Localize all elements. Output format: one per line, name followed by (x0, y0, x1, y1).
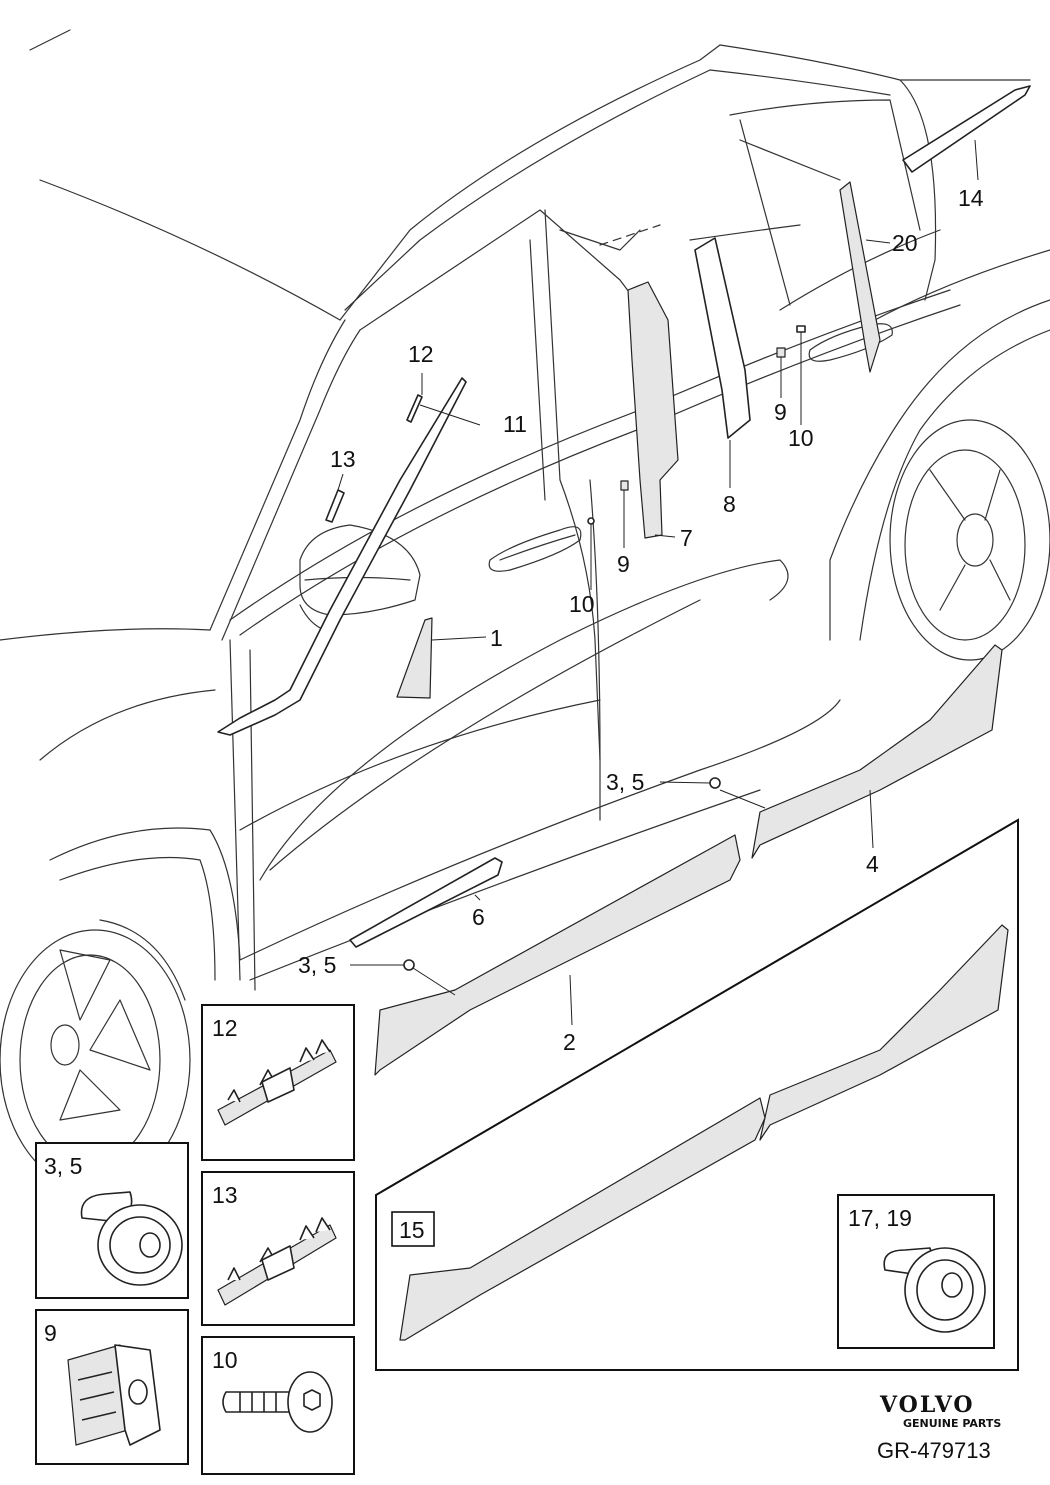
branding: VOLVO GENUINE PARTS GR-479713 (877, 1392, 1001, 1463)
drawing-code: GR-479713 (877, 1438, 991, 1463)
detail-box-3-5-label: 3, 5 (44, 1153, 82, 1179)
callout-12: 12 (408, 341, 434, 367)
part-7-b-pillar-trim (627, 281, 679, 539)
detail-box-17-19-label: 17, 19 (848, 1205, 912, 1231)
part-9-clip-rear (776, 347, 786, 358)
brand-logo: VOLVO (879, 1392, 975, 1418)
part-12-clip (406, 394, 423, 423)
callout-20: 20 (892, 230, 918, 256)
callout-13: 13 (330, 446, 356, 472)
callout-8: 8 (723, 491, 736, 517)
part-3-5-clip-lower (403, 959, 415, 971)
callout-14: 14 (958, 185, 984, 211)
clip-9-icon (67, 1344, 161, 1446)
kit-15-label-box (391, 1211, 435, 1247)
part-14-roof-strip (902, 85, 1031, 173)
part-13-clip (325, 489, 345, 523)
part-18-rear-moulding (759, 924, 1009, 1141)
callout-2: 2 (563, 1029, 576, 1055)
vehicle-outline (0, 29, 1050, 1191)
callout-11: 11 (503, 411, 527, 437)
parts (217, 85, 1031, 1076)
part-4-rear-moulding (751, 644, 1003, 859)
callout-3-5-lower: 3, 5 (298, 952, 336, 978)
callout-3-5-upper: 3, 5 (606, 769, 644, 795)
callout-6: 6 (472, 904, 485, 930)
clip-12-icon (217, 1039, 337, 1126)
clip-17-19-icon (883, 1247, 986, 1333)
callout-9-front: 9 (617, 551, 630, 577)
detail-boxes: 12 13 3, 5 9 (35, 1004, 355, 1475)
callout-10-front: 10 (569, 591, 595, 617)
detail-box-12-label: 12 (212, 1015, 238, 1041)
part-6-sill-strip (349, 857, 503, 948)
part-2-front-moulding (374, 834, 741, 1076)
part-9-clip (620, 480, 629, 491)
callout-15: 15 (399, 1217, 425, 1243)
part-3-5-clip-upper (709, 777, 721, 789)
part-16-front-moulding (399, 1097, 766, 1341)
brand-subtitle: GENUINE PARTS (903, 1417, 1001, 1430)
part-8-pillar-cover (694, 237, 751, 439)
callout-9-rear: 9 (774, 399, 787, 425)
callout-7: 7 (680, 525, 693, 551)
part-20-rear-pillar-trim (839, 181, 881, 373)
callout-1: 1 (490, 625, 503, 651)
part-11-a-pillar-trim (217, 377, 467, 736)
callout-10-rear: 10 (788, 425, 814, 451)
part-1-mirror-triangle (396, 617, 433, 699)
detail-box-9-label: 9 (44, 1320, 57, 1346)
detail-box-13-label: 13 (212, 1182, 238, 1208)
screw-10-icon (222, 1371, 333, 1433)
callout-4: 4 (866, 851, 879, 877)
kit-15-frame: 15 17, 19 (375, 818, 1019, 1371)
detail-box-10-label: 10 (212, 1347, 238, 1373)
clip-3-5-icon (80, 1191, 183, 1286)
clip-13-icon (217, 1217, 337, 1306)
part-10-screw (587, 517, 595, 525)
part-10-screw-rear (796, 325, 806, 333)
